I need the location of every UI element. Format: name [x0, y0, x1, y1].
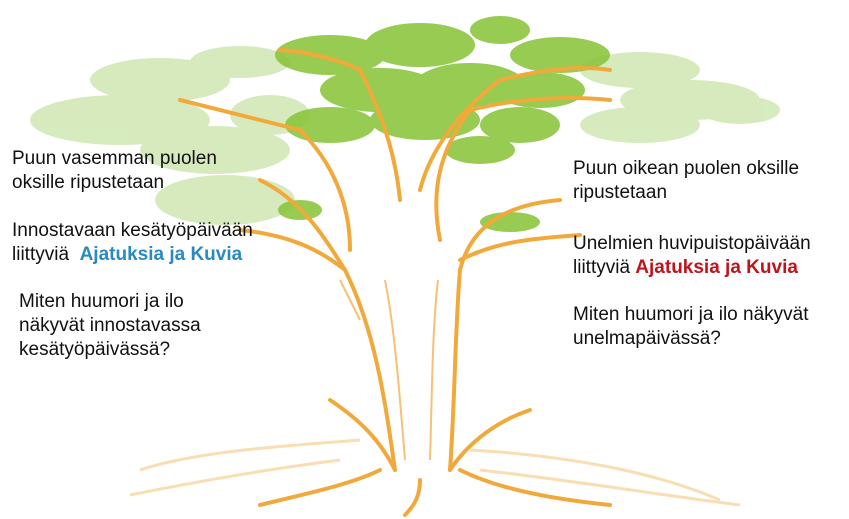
- right-prompt-prefix: liittyviä: [573, 257, 630, 278]
- faded-right-foliage: [580, 52, 780, 143]
- right-prompt-highlight: Ajatuksia ja Kuvia: [635, 257, 798, 278]
- left-prompt-highlight: Ajatuksia ja Kuvia: [80, 244, 243, 265]
- right-prompt: Unelmien huvipuistopäivään liittyviä Aja…: [573, 232, 811, 280]
- left-question-line3: kesätyöpäivässä?: [19, 338, 201, 362]
- left-prompt-prefix: liittyviä: [12, 244, 69, 265]
- left-prompt: Innostavaan kesätyöpäivään liittyviä Aja…: [12, 219, 253, 267]
- left-heading-line2: oksille ripustetaan: [12, 171, 217, 195]
- left-prompt-line1: Innostavaan kesätyöpäivään: [12, 219, 253, 243]
- left-question: Miten huumori ja ilo näkyvät innostavass…: [19, 290, 201, 362]
- right-heading-line1: Puun oikean puolen oksille: [573, 157, 799, 181]
- right-heading-line2: ripustetaan: [573, 181, 799, 205]
- right-question-line2: unelmapäivässä?: [573, 327, 809, 351]
- left-prompt-line2: liittyviä Ajatuksia ja Kuvia: [12, 243, 253, 267]
- right-prompt-line1: Unelmien huvipuistopäivään: [573, 232, 811, 256]
- right-question-line1: Miten huumori ja ilo näkyvät: [573, 303, 809, 327]
- left-question-line1: Miten huumori ja ilo: [19, 290, 201, 314]
- right-question: Miten huumori ja ilo näkyvät unelmapäivä…: [573, 303, 809, 351]
- faded-left-foliage: [30, 46, 310, 225]
- roots-faded: [130, 440, 740, 505]
- left-heading-line1: Puun vasemman puolen: [12, 147, 217, 171]
- right-heading: Puun oikean puolen oksille ripustetaan: [573, 157, 799, 205]
- left-question-line2: näkyvät innostavassa: [19, 314, 201, 338]
- left-heading: Puun vasemman puolen oksille ripustetaan: [12, 147, 217, 195]
- right-prompt-line2: liittyviä Ajatuksia ja Kuvia: [573, 256, 811, 280]
